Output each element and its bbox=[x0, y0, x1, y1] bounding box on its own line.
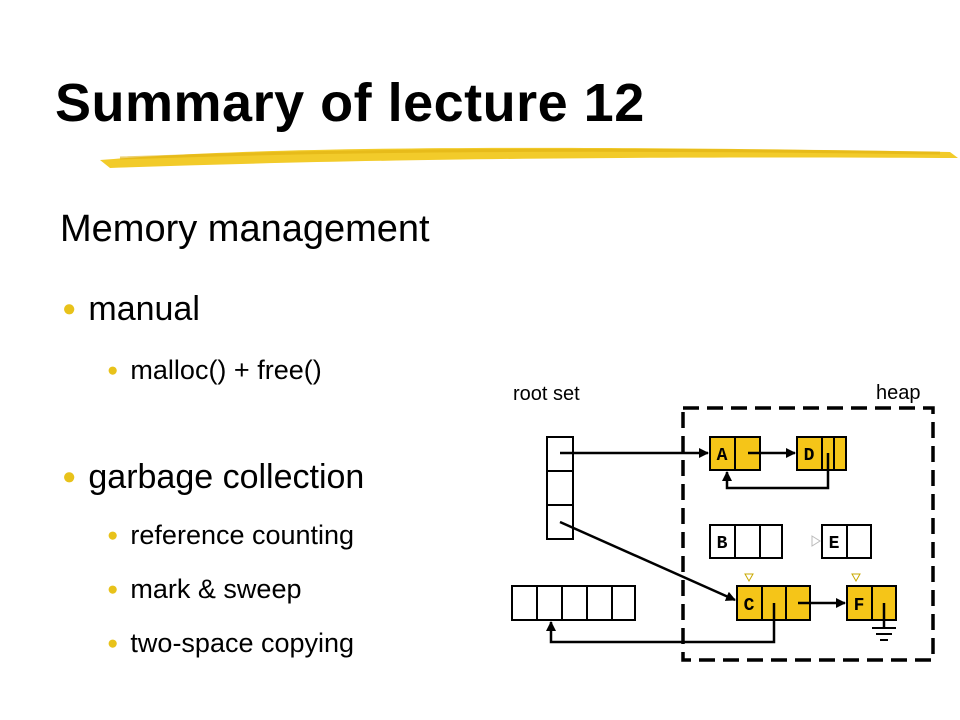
sub-bullet-label: two-space copying bbox=[130, 628, 355, 658]
sub-bullet-two-space-copying: ● two-space copying bbox=[107, 628, 354, 659]
pointer-root-to-c bbox=[559, 520, 736, 602]
heap-label: heap bbox=[876, 382, 921, 404]
heap-node-d: D bbox=[796, 436, 847, 471]
bullet-label: garbage collection bbox=[88, 458, 365, 496]
sub-bullet-label: malloc() + free() bbox=[130, 355, 322, 385]
pointer-d-to-a bbox=[722, 453, 830, 490]
bullet-icon: ● bbox=[62, 295, 77, 323]
faint-arrow-icon bbox=[811, 535, 821, 547]
bullet-icon: ● bbox=[62, 463, 77, 491]
faint-arrow-icon bbox=[744, 573, 754, 583]
node-label-e: E bbox=[829, 534, 840, 554]
bullet-manual: ● manual bbox=[62, 290, 200, 329]
sub-bullet-mark-sweep: ● mark & sweep bbox=[107, 574, 301, 605]
bullet-icon: ● bbox=[107, 525, 119, 547]
sub-bullet-label: mark & sweep bbox=[130, 574, 302, 604]
section-heading: Memory management bbox=[60, 208, 430, 250]
sub-bullet-reference-counting: ● reference counting bbox=[107, 520, 354, 551]
heap-node-e: E bbox=[811, 524, 872, 559]
heap-node-b: B bbox=[709, 524, 783, 559]
bullet-label: manual bbox=[88, 290, 200, 328]
bullet-garbage-collection: ● garbage collection bbox=[62, 458, 364, 497]
sub-bullet-label: reference counting bbox=[130, 520, 355, 550]
node-label-d: D bbox=[804, 446, 815, 466]
pointer-c-to-copy-row bbox=[546, 603, 776, 644]
node-label-a: A bbox=[717, 446, 728, 466]
heap-node-a: A bbox=[709, 436, 761, 471]
sub-bullet-malloc: ● malloc() + free() bbox=[107, 355, 322, 386]
bullet-icon: ● bbox=[107, 579, 119, 601]
bullet-icon: ● bbox=[107, 360, 119, 382]
faint-arrow-icon bbox=[851, 573, 861, 583]
slide-title: Summary of lecture 12 bbox=[55, 73, 645, 133]
copy-space-row bbox=[511, 585, 636, 621]
ground-icon bbox=[872, 627, 896, 641]
node-label-c: C bbox=[744, 596, 755, 616]
bullet-icon: ● bbox=[107, 633, 119, 655]
heap-node-c: C bbox=[736, 573, 811, 621]
root-set-label: root set bbox=[513, 383, 580, 405]
node-label-b: B bbox=[717, 534, 728, 554]
node-label-f: F bbox=[854, 596, 865, 616]
heap-node-f: F bbox=[846, 573, 897, 621]
heap-boundary bbox=[681, 406, 935, 662]
title-underline-brush bbox=[100, 147, 958, 168]
